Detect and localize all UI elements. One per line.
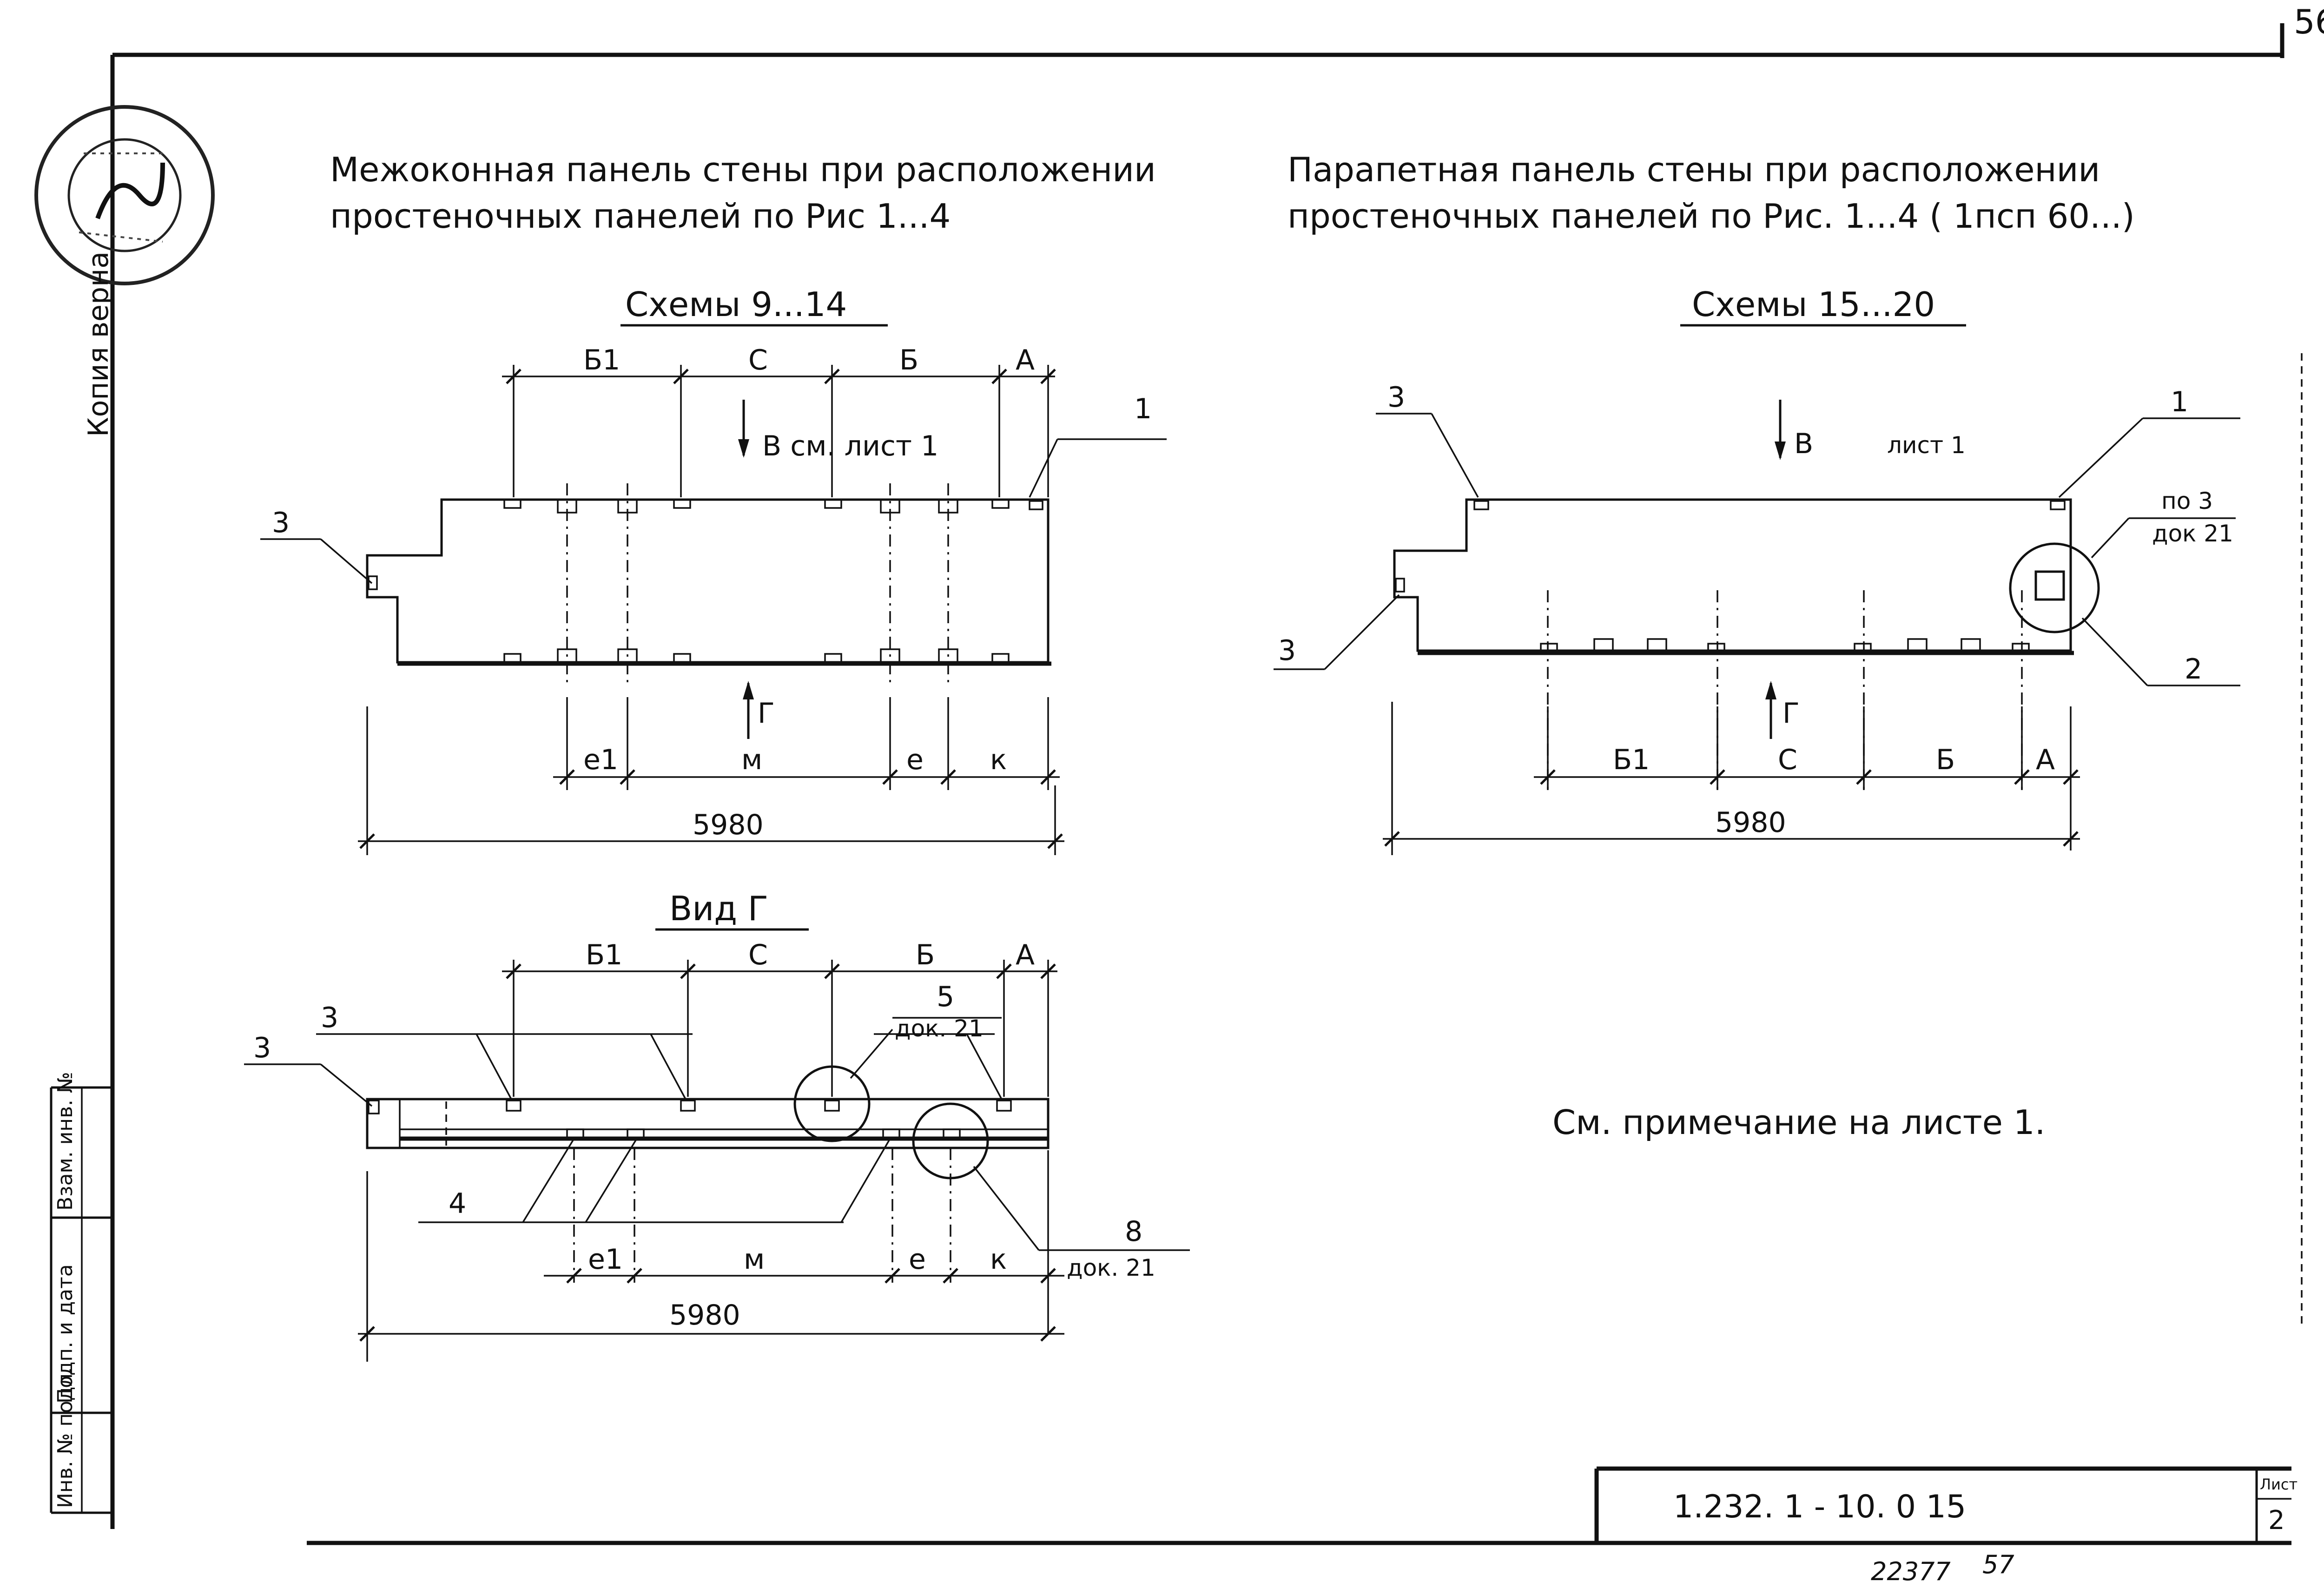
sheet-label: Лист [2260,1476,2298,1493]
view-g-callout-8: 8 [1125,1215,1142,1248]
right-dim-b: Б [1936,744,1955,776]
side-cell-inv-number: Инв. № подл. [53,1367,77,1508]
left-overall-dim: 5980 [693,809,764,841]
right-detail-circle [2009,542,2100,633]
right-dim-b1: Б1 [1613,744,1650,776]
right-bottom-dimensions [1534,706,2080,850]
right-ref-top: по 3 [2161,488,2213,514]
left-dim-e: е [906,744,924,776]
view-g-dim-a: А [1016,939,1035,971]
left-top-dimensions [502,365,1056,497]
right-title-line2: простеночных панелей по Рис. 1...4 ( 1пc… [1287,197,2135,236]
right-sheet-ref: лист 1 [1887,432,1966,459]
left-dim-a: А [1016,344,1035,376]
right-callout-2: 2 [2185,653,2202,685]
sheet-frame [110,23,2303,1545]
view-g-callout-3-outer: 3 [253,1032,271,1064]
view-g-dim-m: м [744,1243,765,1276]
side-cell-sign-date: Подп. и дата [53,1264,77,1404]
view-g-detail-circle-5 [793,1065,871,1142]
inventory-number: 22377 [1871,1557,1951,1586]
view-g-bottom-dimensions [544,1148,1064,1334]
right-arrow-g-label: Г [1783,697,1800,730]
left-dim-c: С [748,344,768,376]
view-g-callout-5-ref: док. 21 [895,1015,984,1042]
right-callout-3-top: 3 [1387,381,1405,414]
view-g-dim-b: Б [916,939,935,971]
left-callout-3: 3 [272,507,290,539]
left-panel-outline [366,483,1051,683]
doc-code: 1.232. 1 - 10. 0 15 [1673,1489,1966,1525]
right-dim-c: С [1778,744,1797,776]
copy-note: Копия верна [82,251,115,437]
view-g-dim-e1: е1 [588,1243,623,1276]
left-dim-b1: Б1 [583,344,620,376]
left-scheme-heading: Схемы 9...14 [625,285,847,324]
right-callout-3-bottom: 3 [1278,634,1296,667]
title-block [1594,1466,2291,1543]
right-title-line1: Парапетная панель стены при расположении [1287,150,2100,189]
left-dim-b: Б [899,344,918,376]
right-callout-1: 1 [2171,386,2188,418]
view-g-callout-4: 4 [449,1187,466,1220]
side-cell-replace-inv: Взам. инв. № [53,1072,77,1211]
sheet-number: 2 [2268,1505,2285,1536]
left-arrow-v-label: В см. лист 1 [762,430,938,462]
view-g-top-dimensions [502,960,1057,1097]
right-dim-a: А [2036,744,2055,776]
approval-seal [34,105,215,285]
view-g-dim-e: е [909,1243,926,1276]
right-overall-dim: 5980 [1715,806,1786,839]
left-dim-k: к [990,744,1007,776]
page-number: 56 [2294,2,2324,41]
note-text: См. примечание на листе 1. [1552,1103,2046,1142]
view-g-callout-5: 5 [937,981,954,1013]
view-g-heading: Вид Г [669,889,768,928]
view-g-dim-b1: Б1 [586,939,622,971]
view-g-dim-k: к [990,1243,1007,1276]
left-dim-m: м [741,744,762,776]
left-title-line1: Межоконная панель стены при расположении [330,150,1156,189]
view-g-panel [366,1098,1050,1149]
right-scheme-heading: Схемы 15...20 [1692,285,1935,324]
view-g-dim-c: С [748,939,768,971]
side-panel: Взам. инв. № Подп. и дата Инв. № подл. [50,1072,112,1514]
right-arrow-v-label: В [1794,428,1813,460]
left-arrow-g-label: Г [758,697,775,730]
left-bottom-dimensions [553,697,1060,790]
right-ref-bottom: док 21 [2152,520,2233,547]
inventory-suffix: 57 [1982,1550,2014,1579]
view-g-overall-dim: 5980 [669,1299,740,1331]
left-title-line2: простеночных панелей по Рис 1...4 [330,197,951,236]
right-panel-outline [1393,498,2074,790]
view-g-callout-3-inner: 3 [321,1002,338,1034]
view-g-callout-8-ref: док. 21 [1067,1254,1155,1281]
left-dim-e1: е1 [583,744,618,776]
left-callout-1: 1 [1134,393,1152,425]
